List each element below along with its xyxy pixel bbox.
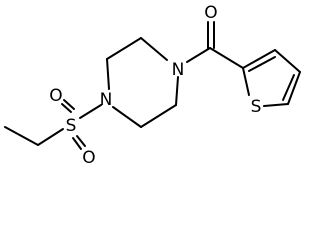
bond-sulfur-ch2: [37, 128, 64, 146]
bond-piperazine-6: [112, 106, 142, 128]
atom-label-carbonyl-o: O: [204, 3, 217, 23]
carbonyl-group: [186, 21, 244, 69]
ethylsulfonyl-group: [4, 99, 102, 150]
molecule-drawing: N N O S O O S: [4, 3, 301, 168]
bond-sulfur-o-bottom-2: [72, 137, 82, 150]
bond-thiophene-c2-c3: [242, 49, 276, 69]
atom-label-sulfonyl-o-top: O: [49, 86, 62, 106]
bond-thiophene-s-c2: [242, 67, 250, 96]
thiophene-ring: [242, 49, 301, 107]
bond-piperazine-5: [140, 104, 177, 128]
piperazine-ring: [106, 37, 179, 128]
bond-carbonyl-thiophene: [209, 47, 244, 69]
atom-label-n-right: N: [172, 60, 185, 80]
bond-ch2-ch3: [4, 126, 39, 146]
structure-diagram: N N O S O O S: [4, 3, 301, 168]
atom-label-sulfonyl-s: S: [66, 116, 77, 136]
bond-piperazine-1: [106, 58, 110, 90]
bond-sulfur-o-top-2: [63, 99, 75, 110]
atom-label-n-left: N: [100, 90, 113, 110]
bond-thiophene-c4-c5: [287, 71, 301, 105]
bond-thiophene-c5-s: [263, 103, 289, 107]
bond-piperazine-4: [175, 76, 179, 106]
bond-n-carbonyl: [186, 47, 211, 63]
bond-piperazine-3: [140, 37, 168, 61]
bond-sulfur-o-bottom: [76, 135, 86, 147]
bond-thiophene-c4-c5-inner: [282, 74, 295, 101]
bond-piperazine-2: [106, 37, 142, 60]
atom-label-sulfonyl-o-bottom: O: [82, 148, 95, 168]
atom-label-thiophene-s: S: [251, 97, 262, 117]
bond-thiophene-c2-c3-inner: [248, 56, 276, 72]
bond-thiophene-c3-c4: [274, 49, 301, 73]
bond-n-sulfur: [79, 104, 102, 119]
bond-sulfur-o-top: [61, 103, 72, 113]
